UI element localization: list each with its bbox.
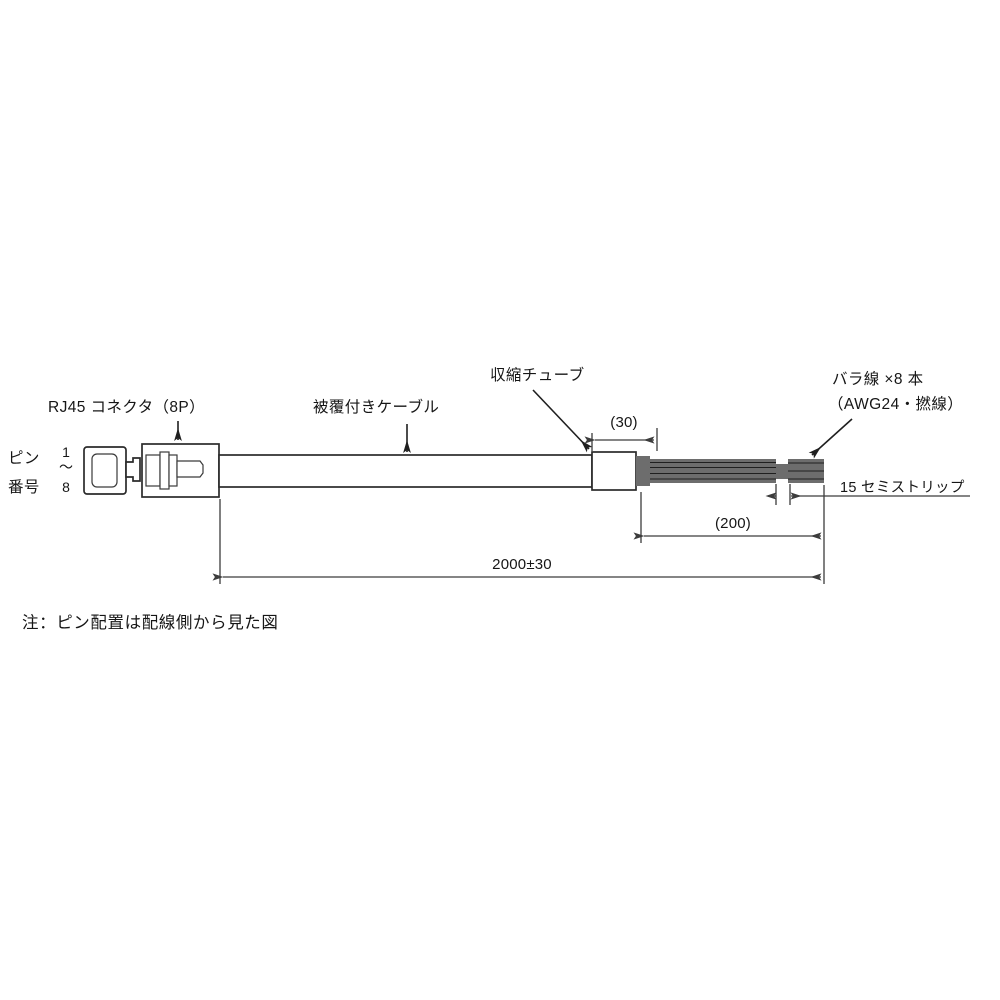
label-loose-wires-line1: バラ線 ×8 本: [832, 370, 924, 388]
connector-pin-window: [91, 453, 118, 488]
connector-boot-1: [145, 454, 161, 487]
callout-loose-wires: バラ線 ×8 本 （AWG24・撚線）: [808, 370, 963, 459]
pin-number-label: ピン 番号 1 〜 8: [8, 444, 73, 496]
leader-shrink-tube: [532, 389, 593, 453]
dimension-shrink-tube-30: (30): [584, 414, 658, 451]
wire-transition-collar: [636, 456, 650, 486]
callout-rj45-connector: RJ45 コネクタ（8P）: [48, 398, 205, 441]
loose-wire-bundle: [636, 456, 824, 486]
pin-range-top: 1: [62, 444, 70, 460]
label-jacketed-cable: 被覆付きケーブル: [313, 397, 439, 416]
pin-label-line1: ピン: [8, 450, 40, 467]
dim-text-2000: 2000±30: [492, 556, 552, 573]
rj45-connector: [83, 443, 220, 498]
connector-inner-pin: [176, 460, 204, 478]
dim-text-30: (30): [610, 414, 637, 431]
shrink-tube-body: [591, 451, 637, 491]
callout-shrink-tube: 収縮チューブ: [490, 365, 593, 453]
pin-label-line2: 番号: [8, 478, 40, 496]
semi-strip-notch: [776, 464, 788, 479]
label-loose-wires-line2: （AWG24・撚線）: [828, 395, 963, 413]
connector-latch-tab: [125, 457, 141, 482]
dimension-overall-2000: 2000±30: [212, 499, 825, 584]
label-rj45-connector: RJ45 コネクタ（8P）: [48, 398, 205, 416]
cable-jacket: [218, 454, 593, 488]
drawing-note: 注：ピン配置は配線側から見た図: [22, 613, 279, 632]
pin-range-bottom: 8: [62, 479, 70, 495]
leader-loose-wires: [808, 418, 853, 459]
pin-range-tilde: 〜: [59, 459, 73, 475]
dim-text-200: (200): [715, 515, 751, 532]
dim-text-semi-strip: 15 セミストリップ: [840, 479, 965, 496]
label-shrink-tube: 収縮チューブ: [490, 365, 584, 384]
callout-jacketed-cable: 被覆付きケーブル: [313, 397, 439, 453]
shrink-tube: [591, 451, 637, 491]
jacketed-cable: [218, 454, 593, 488]
dimension-loose-wire-200: (200): [633, 485, 825, 543]
dimension-semi-strip-15: 15 セミストリップ: [765, 479, 970, 505]
connector-boot-3: [168, 454, 178, 487]
connector-boot-2: [159, 451, 170, 490]
